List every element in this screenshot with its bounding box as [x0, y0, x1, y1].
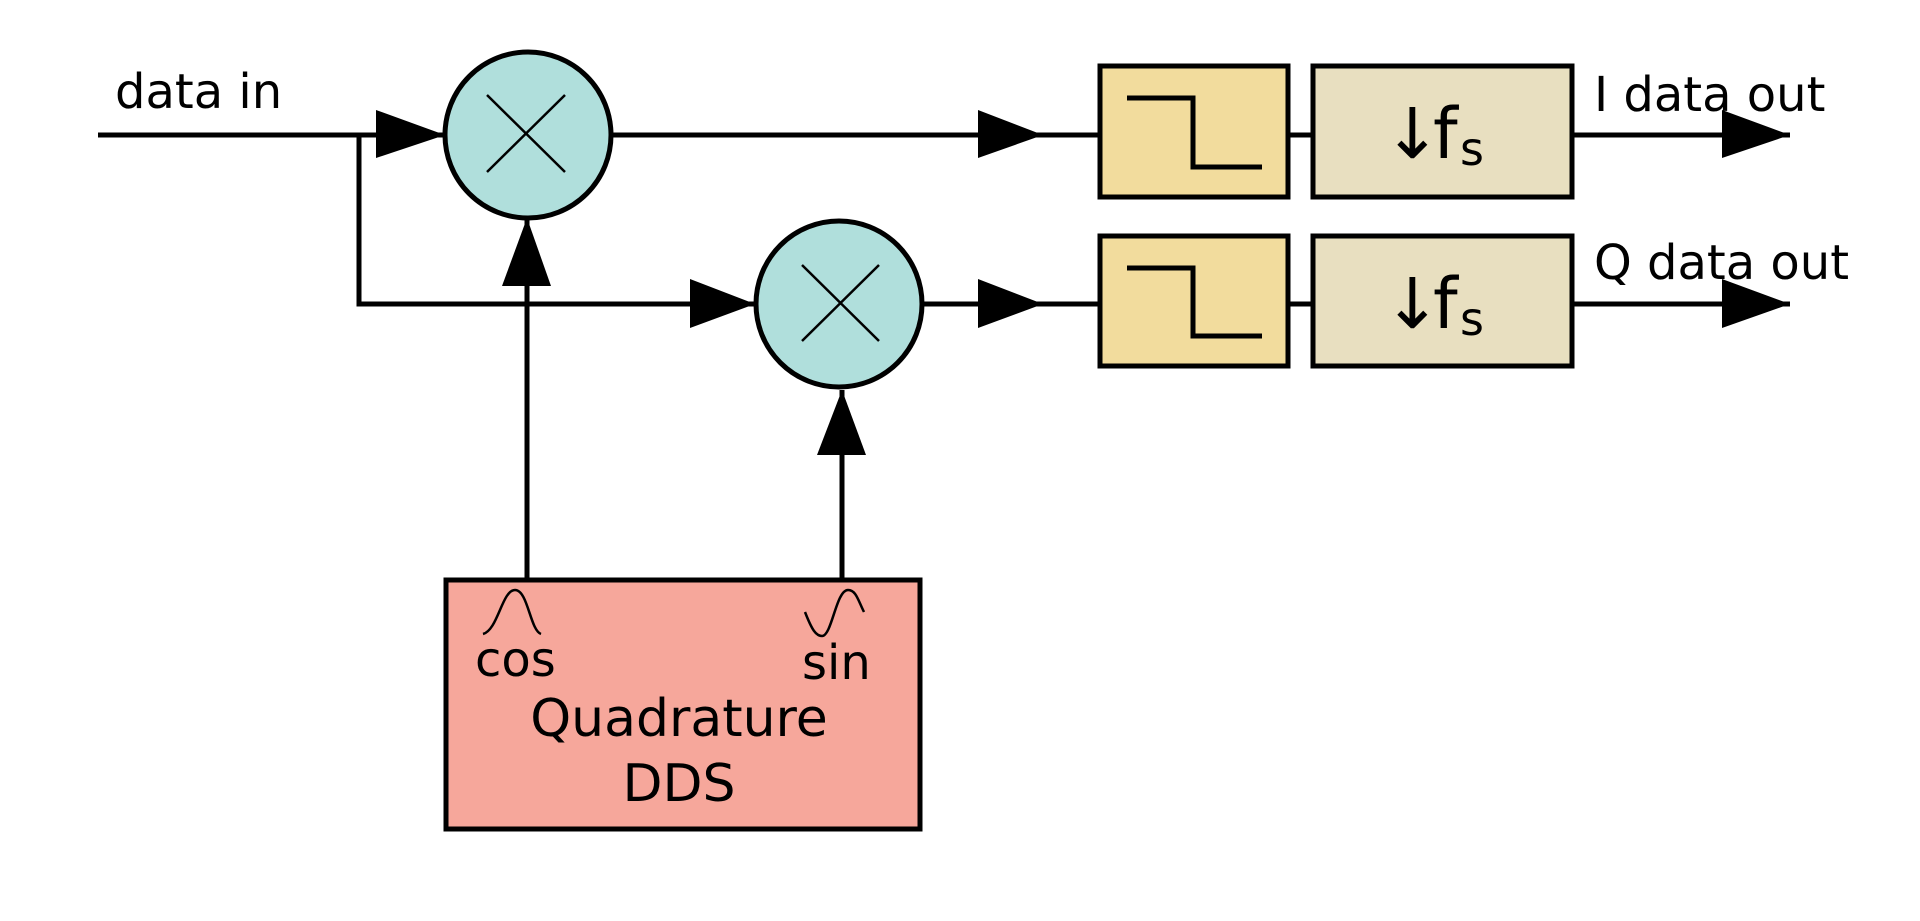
- arrowhead-q-mixer-in: [690, 279, 755, 328]
- q-decimator: ↓ f s: [1310, 233, 1575, 369]
- decimator-arrow: ↓: [1383, 93, 1442, 175]
- arrowhead-i-lpf-in: [978, 110, 1043, 158]
- sine-wave-icon: [803, 588, 866, 638]
- data-in-branch-wire: [356, 135, 755, 307]
- decimator-sub: s: [1460, 292, 1484, 346]
- decimator-f: f: [1433, 263, 1459, 345]
- arrowhead-sin-up: [817, 390, 866, 455]
- i-data-out-label: I data out: [1594, 67, 1825, 123]
- data-in-label: data in: [115, 64, 282, 120]
- dds-title-line1: Quadrature: [530, 689, 828, 749]
- multiply-x-icon: [486, 94, 566, 173]
- multiply-x-icon: [801, 264, 880, 342]
- arrowheads: [376, 110, 1790, 455]
- i-lowpass-filter: [1097, 63, 1291, 200]
- cosine-wave-icon: [482, 588, 542, 636]
- dds-title-line2: DDS: [622, 754, 735, 814]
- i-mixer: [442, 49, 614, 221]
- i-decimator: ↓ f s: [1310, 63, 1575, 200]
- arrowhead-q-lpf-in: [978, 279, 1043, 328]
- q-data-out-label: Q data out: [1594, 235, 1849, 291]
- arrowhead-i-out: [1722, 110, 1790, 158]
- sin-label: sin: [802, 635, 871, 691]
- arrowhead-cos-up: [502, 218, 551, 286]
- lowpass-filter-icon: [1127, 265, 1262, 339]
- q-mixer: [753, 218, 925, 390]
- arrowhead-i-mixer-in: [376, 110, 445, 158]
- arrowhead-q-out: [1722, 279, 1790, 328]
- lowpass-filter-icon: [1127, 95, 1262, 170]
- cos-label: cos: [475, 632, 556, 688]
- quadrature-dds-block: cos sin Quadrature DDS: [443, 577, 923, 832]
- decimator-arrow: ↓: [1383, 263, 1442, 345]
- q-lowpass-filter: [1097, 233, 1291, 369]
- decimator-sub: s: [1460, 122, 1484, 176]
- decimator-f: f: [1433, 93, 1459, 175]
